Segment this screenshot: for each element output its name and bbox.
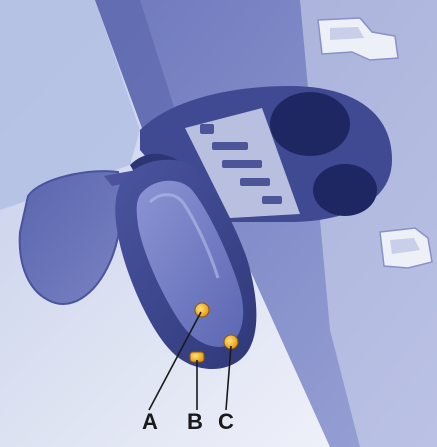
callout-label-a: A xyxy=(142,411,158,433)
callout-label-c: C xyxy=(218,411,234,433)
callout-label-b: B xyxy=(187,411,203,433)
led-indicator-icon xyxy=(195,303,209,317)
